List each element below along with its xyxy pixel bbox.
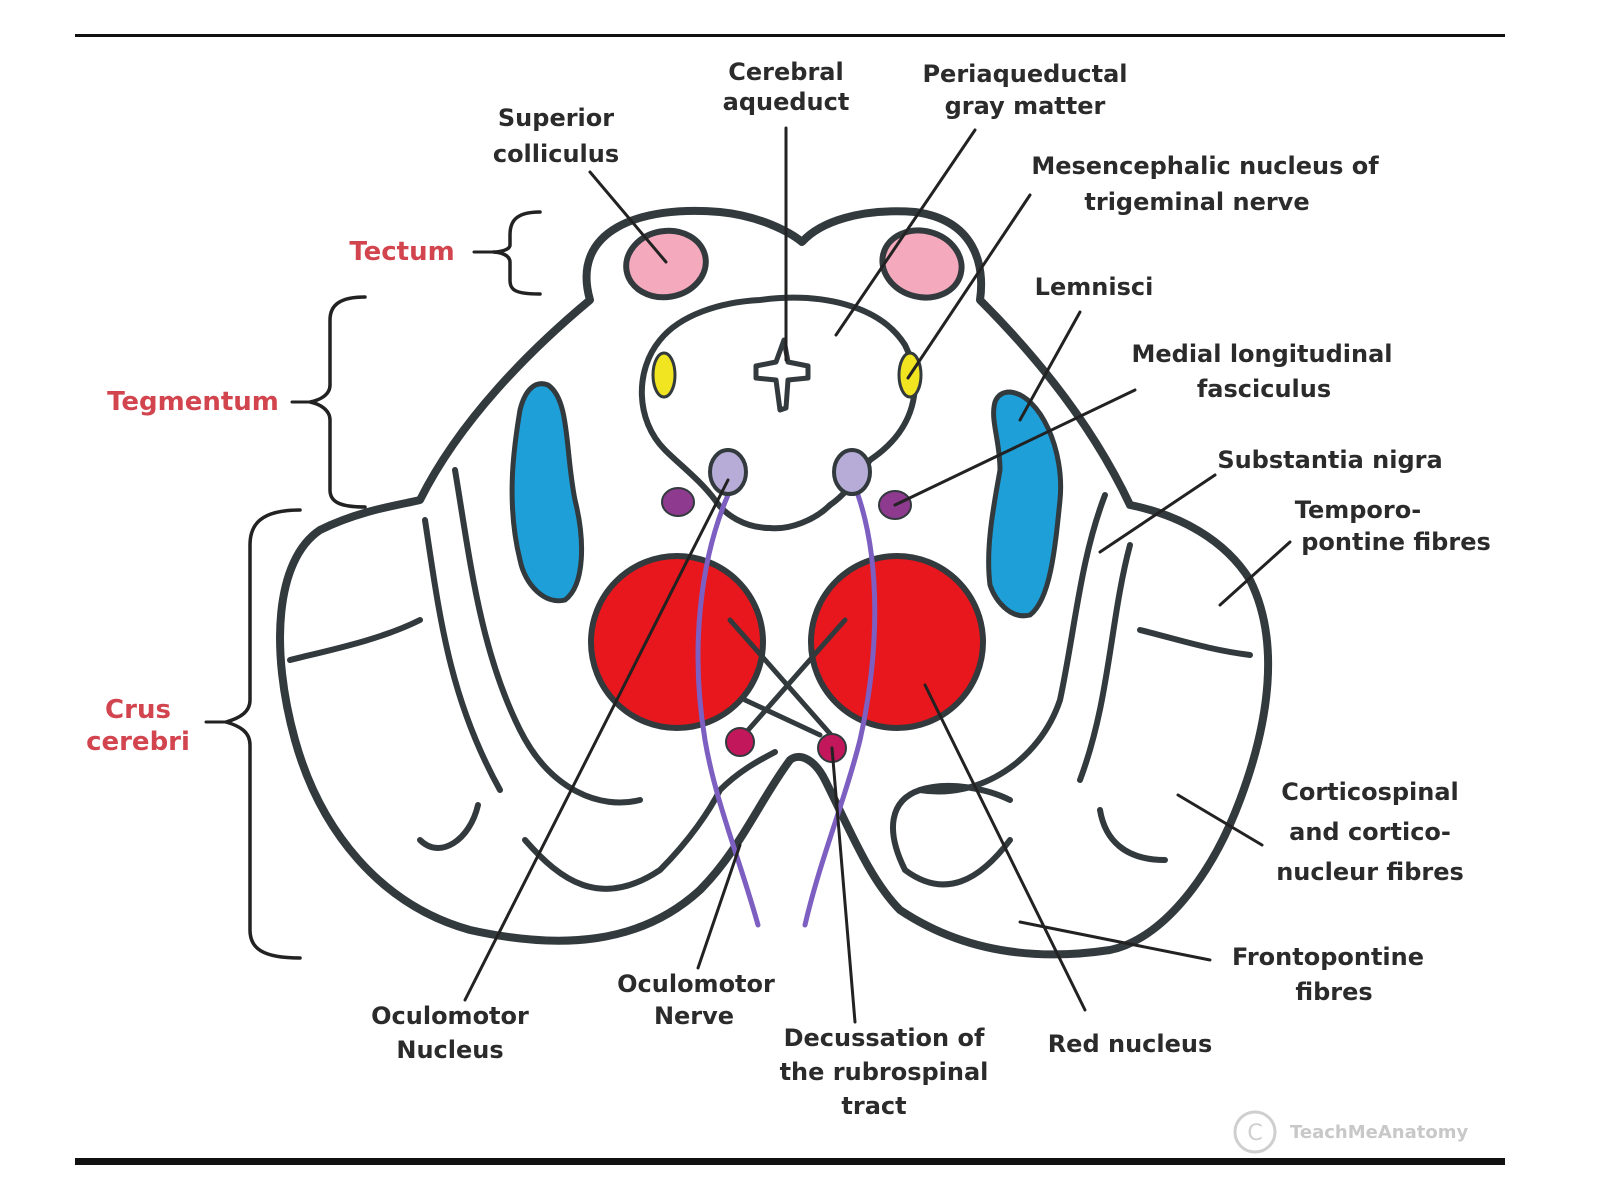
oculomotor-nerve-fibre-left: [695, 492, 761, 928]
leader-substantia-nigra: [1098, 473, 1217, 554]
label-substantia-nigra: Substantia nigra: [1217, 446, 1442, 474]
label-cerebral-aqueduct-2: aqueduct: [723, 88, 850, 116]
superior-colliculus-right: [879, 227, 965, 301]
cerebral-aqueduct-shape: [753, 337, 811, 413]
leader-frontopontine: [1018, 920, 1212, 962]
label-mesencephalic-1: Mesencephalic nucleus of: [1031, 152, 1379, 180]
red-nucleus-left: [588, 553, 766, 731]
label-oculomotor-nerve-2: Nerve: [654, 1002, 734, 1030]
label-oculomotor-nerve-1: Oculomotor: [617, 970, 775, 998]
right-lower-fold: [1097, 807, 1168, 863]
label-cerebral-aqueduct-1: Cerebral: [728, 58, 843, 86]
label-tegmentum: Tegmentum: [107, 387, 279, 417]
superior-colliculus-left: [623, 227, 709, 301]
left-inner-crus: [522, 749, 778, 892]
label-superior-colliculus-2: colliculus: [493, 140, 619, 168]
right-crus-fold: [1137, 627, 1253, 658]
label-temporopontine-1: Temporo-: [1295, 496, 1421, 524]
label-decussation-1: Decussation of: [784, 1024, 985, 1052]
watermark-copyright-glyph: C: [1247, 1121, 1262, 1146]
oculomotor-nucleus-left: [708, 448, 748, 496]
label-mesencephalic-2: trigeminal nerve: [1084, 188, 1309, 216]
label-corticospinal-3: nucleur fibres: [1276, 858, 1464, 886]
decussation-line-3: [742, 697, 823, 738]
label-temporopontine-2: pontine fibres: [1301, 528, 1491, 556]
oculomotor-nerve-fibre-right: [802, 492, 878, 928]
leader-corticospinal: [1176, 793, 1264, 847]
leader-mesencephalic: [906, 193, 1032, 380]
label-decussation-3: tract: [841, 1092, 906, 1120]
leader-oculomotor-nucleus: [463, 478, 730, 1002]
decussation-line-2: [732, 617, 848, 748]
decussation-dot-left: [725, 727, 755, 757]
left-tract-line-2: [422, 517, 503, 793]
substantia-nigra-left: [509, 381, 584, 604]
periaqueductal-region-outline: [638, 294, 918, 532]
mesencephalic-nucleus-left: [651, 351, 677, 399]
substantia-nigra-right: [986, 389, 1064, 619]
label-mlf-1: Medial longitudinal: [1131, 340, 1392, 368]
right-tract-line-2: [1077, 542, 1133, 783]
red-nucleus-right: [808, 553, 986, 731]
left-tract-line-1: [452, 467, 643, 806]
top-rule: [75, 34, 1505, 37]
leader-red-nucleus: [923, 683, 1087, 1012]
right-inner-crus: [890, 782, 1013, 888]
leader-temporopontine: [1218, 540, 1292, 607]
label-periaqueductal-1: Periaqueductal: [922, 60, 1127, 88]
label-tectum: Tectum: [349, 237, 454, 267]
label-oculomotor-nucleus-1: Oculomotor: [371, 1002, 529, 1030]
label-frontopontine-2: fibres: [1295, 978, 1372, 1006]
label-frontopontine-1: Frontopontine: [1232, 943, 1424, 971]
watermark-copyright-icon: [1233, 1110, 1277, 1154]
label-periaqueductal-2: gray matter: [945, 92, 1106, 120]
leader-periaqueductal: [834, 128, 977, 337]
leader-mlf: [893, 388, 1137, 507]
bottom-rule: [75, 1158, 1505, 1165]
label-crus-line2: cerebri: [86, 727, 190, 757]
label-corticospinal-2: and cortico-: [1289, 818, 1451, 846]
decussation-line-1: [727, 617, 843, 748]
leader-lemnisci: [1018, 310, 1082, 422]
leader-oculomotor-nerve: [696, 843, 742, 970]
label-crus-line1: Crus: [105, 695, 171, 725]
left-crus-fold: [287, 617, 423, 663]
leader-superior-colliculus: [588, 170, 668, 264]
tectum-bracket: [492, 210, 542, 296]
label-oculomotor-nucleus-2: Nucleus: [396, 1036, 503, 1064]
leader-decussation: [830, 746, 857, 1024]
label-corticospinal-1: Corticospinal: [1281, 778, 1459, 806]
label-mlf-2: fasciculus: [1197, 375, 1331, 403]
oculomotor-nucleus-right: [832, 448, 872, 496]
watermark-text: TeachMeAnatomy: [1290, 1122, 1468, 1143]
mlf-left: [661, 487, 695, 517]
left-lower-fold: [417, 802, 481, 851]
label-superior-colliculus-1: Superior: [498, 104, 614, 132]
label-decussation-2: the rubrospinal: [780, 1058, 989, 1086]
label-red-nucleus: Red nucleus: [1048, 1030, 1213, 1058]
tegmentum-bracket: [309, 295, 367, 509]
label-lemnisci: Lemnisci: [1035, 273, 1154, 301]
